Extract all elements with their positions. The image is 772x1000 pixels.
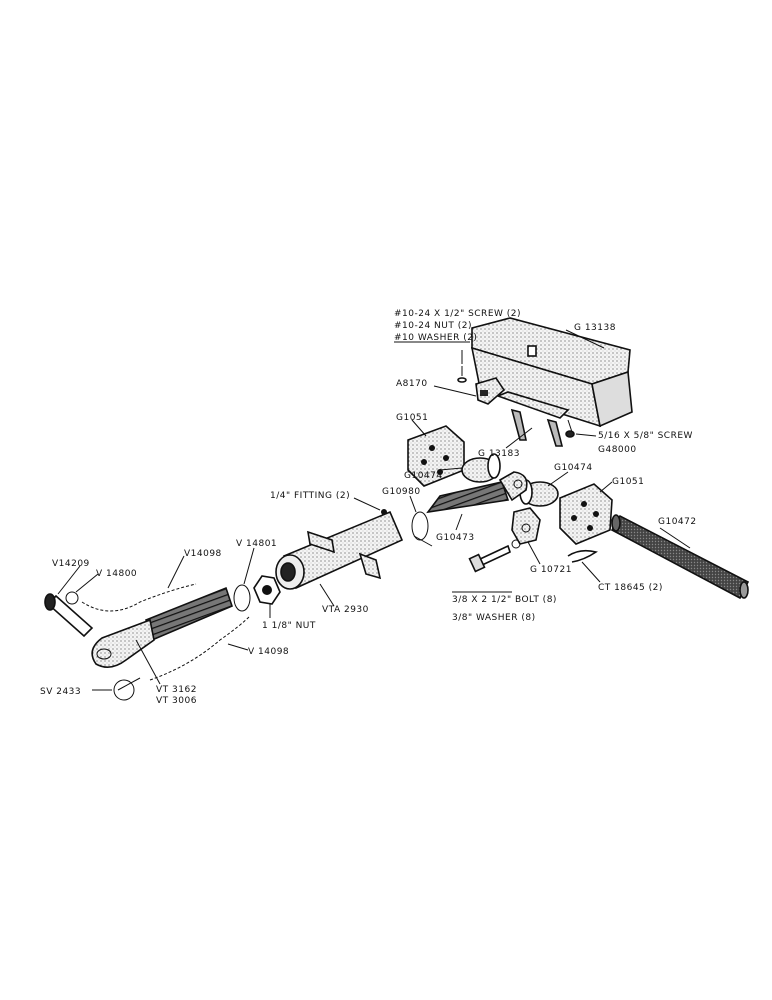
label-g10473: G10473 [436, 533, 475, 543]
label-g1051-left: G1051 [396, 413, 428, 423]
label-screw-10-24: #10-24 X 1/2" SCREW (2) [394, 309, 521, 319]
label-vt3006: VT 3006 [156, 696, 197, 706]
label-g1051-right: G1051 [612, 477, 644, 487]
label-g10474-right: G10474 [554, 463, 593, 473]
label-g13138: G 13138 [574, 323, 616, 333]
nut-1-1-8 [253, 575, 281, 605]
a8170-bracket [475, 377, 506, 405]
label-v14801: V 14801 [236, 539, 277, 549]
label-fitting: 1/4" FITTING (2) [270, 491, 350, 501]
g10980-ring [411, 511, 433, 547]
label-nut-10-24: #10-24 NUT (2) [394, 321, 472, 331]
label-vta2930: VTA 2930 [322, 605, 369, 615]
tool-box [470, 317, 633, 428]
vta2930-tube [275, 510, 404, 590]
v14098-chain-top [81, 583, 197, 612]
v14098-chain-bottom [149, 615, 251, 681]
v14209-pin [44, 593, 94, 638]
label-a8170: A8170 [396, 379, 428, 389]
label-g13183: G 13183 [478, 449, 520, 459]
sv2433-lynch-pin [113, 677, 141, 701]
vt3162-clevis [91, 586, 233, 668]
g10474-bushing-left [461, 453, 501, 483]
v14800-ring [65, 591, 79, 605]
g10473-threaded-link [426, 471, 528, 514]
box-bracket [495, 391, 570, 447]
label-nut-1-1-8: 1 1/8" NUT [262, 621, 316, 631]
g10472-rod [610, 514, 750, 600]
v14801-washer [233, 584, 251, 612]
label-washer-10: #10 WASHER (2) [394, 333, 477, 343]
label-g10472: G10472 [658, 517, 697, 527]
label-sv2433: SV 2433 [40, 687, 81, 697]
leader-lines [57, 329, 691, 691]
label-v14098-bottom: V 14098 [248, 647, 289, 657]
label-screw-5-16: 5/16 X 5/8" SCREW [598, 431, 693, 441]
label-g10474-left: G10474 [404, 471, 443, 481]
label-ct18645: CT 18645 (2) [598, 583, 663, 593]
label-g10980: G10980 [382, 487, 421, 497]
bolt-part [468, 539, 521, 573]
ct18645-clip [567, 549, 598, 563]
screw-10-24-part [457, 366, 467, 383]
label-v14800: V 14800 [96, 569, 137, 579]
label-v14209: V14209 [52, 559, 90, 569]
label-g10721: G 10721 [530, 565, 572, 575]
label-bolt: 3/8 X 2 1/2" BOLT (8) [452, 595, 557, 605]
g1051-block-right [559, 483, 613, 545]
label-washer-3-8: 3/8" WASHER (8) [452, 613, 536, 623]
screw-5-16-part [565, 419, 575, 438]
label-v14098-top: V14098 [184, 549, 222, 559]
label-vt3162: VT 3162 [156, 685, 197, 695]
g10721-clevis [511, 507, 541, 545]
label-g48000: G48000 [598, 445, 637, 455]
